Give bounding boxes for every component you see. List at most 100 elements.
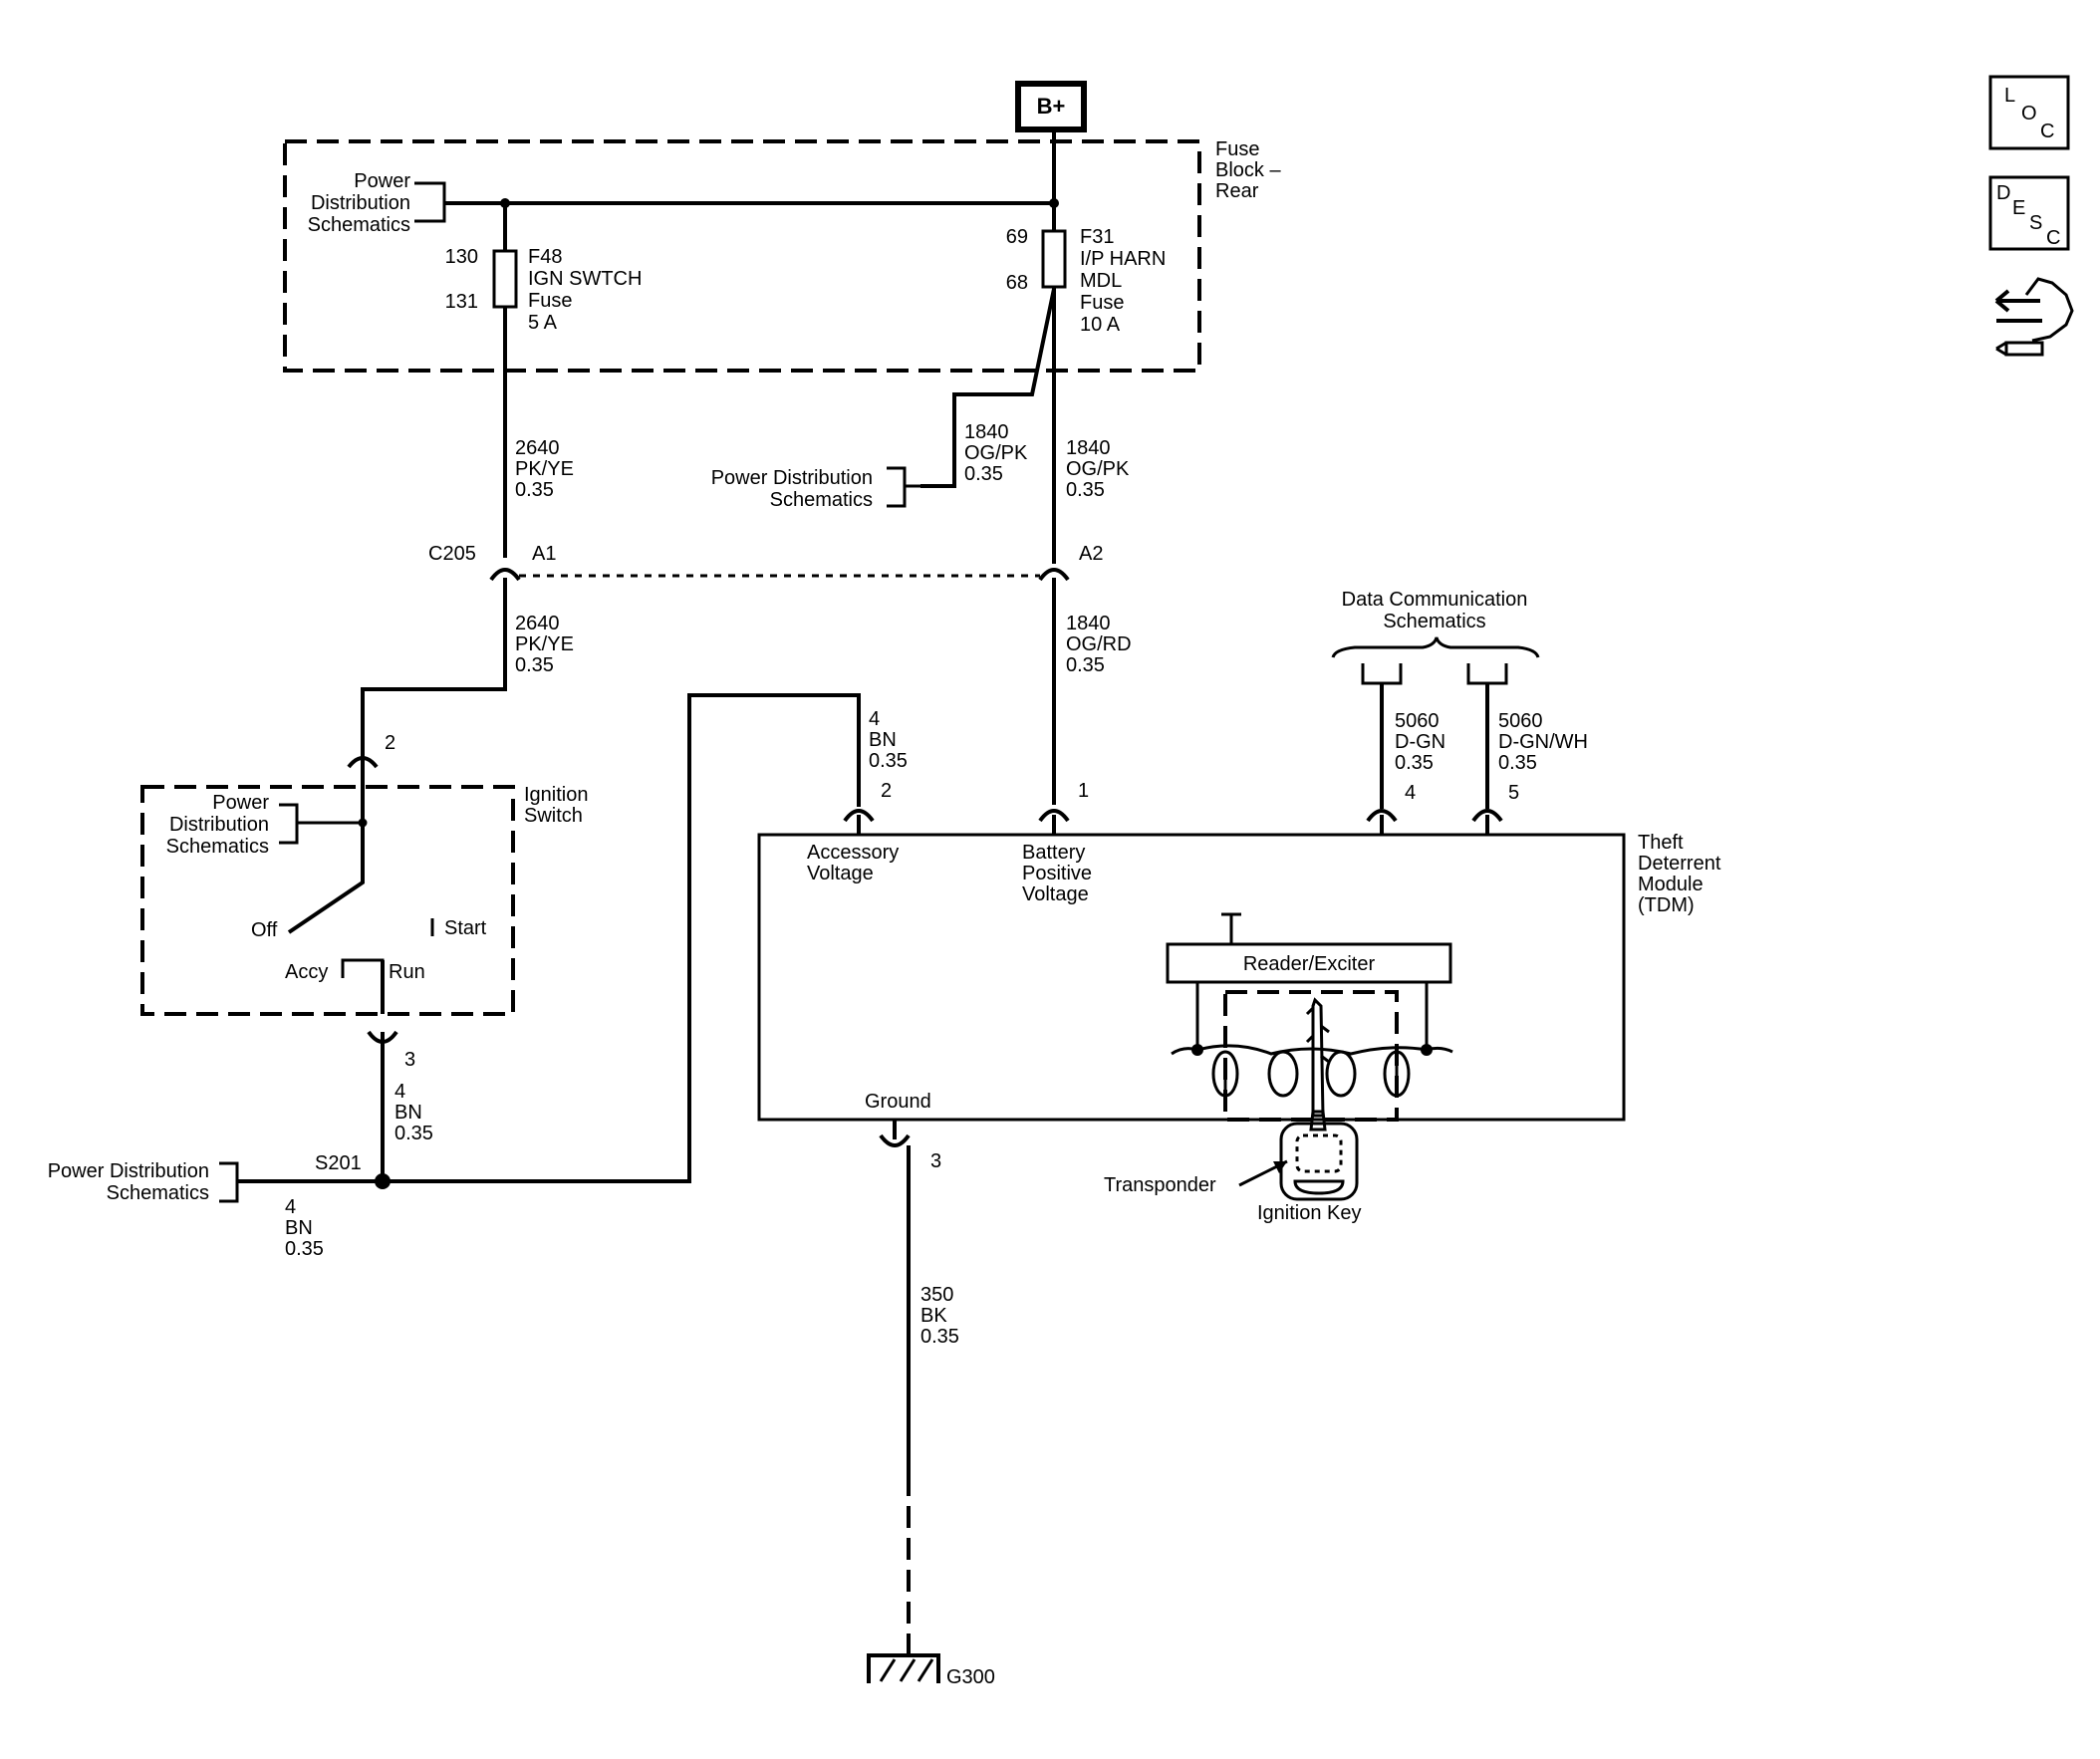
svg-text:0.35: 0.35 (515, 479, 554, 501)
svg-text:D-GN/WH: D-GN/WH (1498, 731, 1588, 753)
svg-text:5 A: 5 A (528, 312, 558, 334)
reader-exciter: Reader/Exciter (1166, 912, 1453, 1122)
wire-4bn-tdm (237, 693, 861, 1183)
svg-text:(TDM): (TDM) (1638, 894, 1695, 916)
svg-text:3: 3 (930, 1150, 941, 1172)
b-plus-terminal: B+ (1015, 81, 1087, 132)
ignition-key-icon (1279, 997, 1359, 1201)
svg-text:IGN SWTCH: IGN SWTCH (528, 268, 642, 290)
svg-text:2640: 2640 (515, 613, 560, 634)
svg-text:PK/YE: PK/YE (515, 633, 574, 655)
svg-text:0.35: 0.35 (285, 1238, 324, 1260)
svg-text:BN: BN (869, 729, 897, 751)
svg-text:Schematics: Schematics (166, 836, 269, 858)
svg-text:Voltage: Voltage (807, 863, 874, 884)
svg-text:F31: F31 (1080, 226, 1114, 248)
svg-text:OG/PK: OG/PK (1066, 458, 1130, 480)
svg-text:Deterrent: Deterrent (1638, 853, 1721, 875)
svg-text:130: 130 (445, 246, 478, 268)
svg-text:4: 4 (1405, 782, 1416, 804)
svg-text:0.35: 0.35 (394, 1123, 433, 1144)
loc-icon[interactable]: L O C (1988, 75, 2070, 150)
ignition-switch: 2 Ignition Switch Power Distribution Sch… (140, 732, 589, 1071)
svg-text:Accy: Accy (285, 961, 328, 983)
svg-text:2: 2 (881, 780, 892, 802)
wire-label-2640-upper: 2640 PK/YE 0.35 (515, 437, 574, 501)
wire-label-350: 350 BK 0.35 (920, 1284, 959, 1348)
svg-text:MDL: MDL (1080, 270, 1122, 292)
wire-label-5060-dgn: 5060 D-GN 0.35 (1395, 710, 1445, 774)
ignition-key-label: Ignition Key (1257, 1202, 1362, 1224)
svg-text:Distribution: Distribution (169, 814, 269, 836)
tdm-battery-label: Battery Positive Voltage (1022, 842, 1092, 905)
pds-top-left: Power Distribution Schematics (308, 170, 446, 236)
desc-icon[interactable]: D E S C (1988, 175, 2070, 251)
svg-text:131: 131 (445, 291, 478, 313)
transponder-callout: Transponder (1104, 1159, 1288, 1196)
svg-text:Schematics: Schematics (107, 1182, 209, 1204)
svg-text:Data Communication: Data Communication (1342, 589, 1528, 611)
svg-text:0.35: 0.35 (1498, 752, 1537, 774)
svg-text:PK/YE: PK/YE (515, 458, 574, 480)
svg-text:Start: Start (444, 917, 487, 939)
svg-text:68: 68 (1006, 272, 1028, 294)
svg-text:5060: 5060 (1395, 710, 1440, 732)
svg-text:Schematics: Schematics (1383, 611, 1485, 632)
svg-text:Positive: Positive (1022, 863, 1092, 884)
fuse-block-outline (283, 139, 1201, 373)
ground-g300-icon: G300 (867, 1653, 995, 1688)
svg-text:0.35: 0.35 (1066, 479, 1105, 501)
svg-text:E: E (2012, 197, 2025, 219)
f31-branch-wire (920, 288, 1056, 488)
svg-text:0.35: 0.35 (1066, 654, 1105, 676)
svg-text:0.35: 0.35 (869, 750, 908, 772)
svg-text:4: 4 (869, 708, 880, 730)
svg-text:S: S (2029, 212, 2042, 234)
svg-text:BN: BN (394, 1102, 422, 1124)
svg-text:A1: A1 (532, 543, 556, 565)
svg-text:3: 3 (404, 1049, 415, 1071)
tdm-ground-label: Ground (865, 1091, 931, 1113)
fuse-block-label: Fuse Block – Rear (1215, 138, 1281, 202)
tdm-accessory-label: Accessory Voltage (807, 842, 899, 884)
wire-label-4bn-switch: 4 BN 0.35 (394, 1081, 433, 1144)
svg-text:350: 350 (920, 1284, 953, 1306)
connector-tool-icon[interactable] (1994, 277, 2074, 357)
wire-label-2640-lower: 2640 PK/YE 0.35 (515, 613, 574, 676)
svg-text:OG/PK: OG/PK (964, 442, 1028, 464)
svg-text:Fuse: Fuse (1080, 292, 1124, 314)
svg-text:0.35: 0.35 (964, 463, 1003, 485)
svg-text:F48: F48 (528, 246, 562, 268)
svg-text:Power: Power (212, 792, 269, 814)
svg-text:BK: BK (920, 1305, 947, 1327)
svg-text:BN: BN (285, 1217, 313, 1239)
fuse-f48: 130 131 F48 IGN SWTCH Fuse 5 A (445, 203, 642, 558)
svg-text:69: 69 (1006, 226, 1028, 248)
svg-text:1840: 1840 (1066, 437, 1111, 459)
wire-2640-lower (361, 578, 507, 765)
svg-text:Theft: Theft (1638, 832, 1684, 854)
svg-text:Reader/Exciter: Reader/Exciter (1243, 953, 1376, 975)
svg-text:A2: A2 (1079, 543, 1103, 565)
svg-text:D: D (1996, 182, 2010, 204)
svg-text:1: 1 (1078, 780, 1089, 802)
svg-text:D-GN: D-GN (1395, 731, 1445, 753)
pds-middle: Power Distribution Schematics (711, 466, 920, 511)
svg-text:0.35: 0.35 (920, 1326, 959, 1348)
svg-text:I/P HARN: I/P HARN (1080, 248, 1166, 270)
wire-label-1840-pk-main: 1840 OG/PK 0.35 (1066, 437, 1130, 501)
svg-text:Fuse: Fuse (528, 290, 572, 312)
svg-text:Power: Power (354, 170, 410, 192)
svg-text:2640: 2640 (515, 437, 560, 459)
svg-text:0.35: 0.35 (515, 654, 554, 676)
tdm-title: Theft Deterrent Module (TDM) (1638, 832, 1721, 916)
svg-text:C205: C205 (428, 543, 476, 565)
svg-text:G300: G300 (946, 1666, 995, 1688)
svg-text:5060: 5060 (1498, 710, 1543, 732)
wire-label-1840-pk-branch: 1840 OG/PK 0.35 (964, 421, 1028, 485)
svg-text:B+: B+ (1037, 94, 1066, 119)
svg-text:Schematics: Schematics (770, 489, 873, 511)
ground-connector: 3 (879, 1120, 941, 1172)
svg-text:Distribution: Distribution (311, 192, 410, 214)
bus-node-f31 (1049, 198, 1059, 208)
